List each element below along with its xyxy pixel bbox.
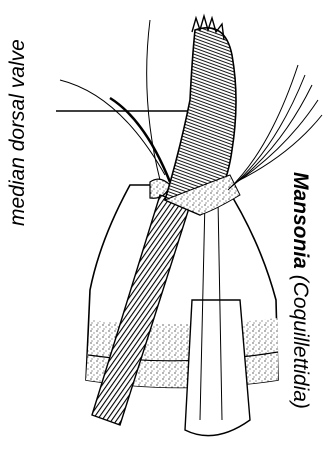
label-species: Mansonia (Coquillettidia) (288, 172, 312, 409)
label-median-dorsal-valve: median dorsal valve (6, 39, 30, 226)
label-genus: Mansonia (289, 172, 312, 269)
label-subgenus: (Coquillettidia) (289, 275, 312, 409)
